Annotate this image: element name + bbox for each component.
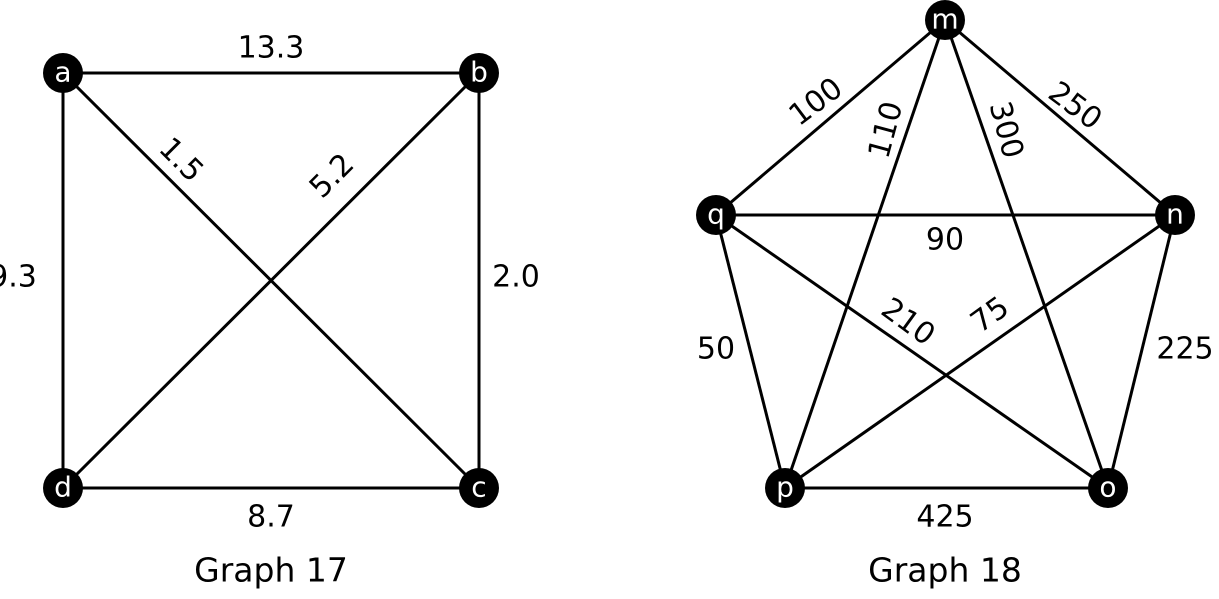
node-c: c [459, 468, 499, 508]
weight-a-c: 1.5 [152, 131, 210, 189]
weight-m-o: 300 [982, 98, 1031, 162]
weight-q-p: 50 [697, 332, 735, 367]
graph-17-caption: Graph 17 [194, 551, 348, 590]
graph-17-edges [61, 71, 481, 490]
weight-a-b: 13.3 [238, 31, 305, 66]
edge-q-o [715, 213, 1109, 490]
node-m: m [925, 0, 965, 40]
node-q: q [696, 195, 736, 235]
node-b-label: b [470, 56, 488, 89]
edge-q-p [714, 214, 787, 489]
weight-n-o: 225 [1156, 332, 1213, 367]
node-p-label: p [776, 471, 794, 504]
node-p: p [765, 468, 805, 508]
graph-18: 100 110 300 250 90 50 210 75 225 425 m n… [696, 0, 1214, 590]
node-q-label: q [707, 198, 725, 231]
edge-b-d [61, 71, 481, 490]
graph-17: 13.3 9.3 1.5 5.2 2.0 8.7 a b c d [0, 31, 540, 590]
weight-b-d: 5.2 [303, 147, 361, 205]
weight-a-d: 9.3 [0, 260, 37, 295]
edge-m-n [944, 18, 1176, 217]
edge-m-q [715, 18, 946, 217]
edge-m-p [783, 19, 947, 489]
node-c-label: c [471, 471, 486, 504]
weight-p-o: 425 [916, 500, 973, 535]
graph-18-caption: Graph 18 [868, 551, 1022, 590]
weight-m-n: 250 [1042, 75, 1109, 137]
node-b: b [459, 53, 499, 93]
edge-n-p [784, 213, 1176, 490]
graph-17-nodes: a b c d [43, 53, 499, 508]
node-d-label: d [54, 471, 72, 504]
graph-18-edges [714, 18, 1177, 490]
weight-q-o: 210 [875, 291, 942, 353]
weight-m-p: 110 [862, 98, 911, 162]
edge-n-o [1106, 214, 1177, 489]
node-n: n [1155, 195, 1195, 235]
node-a-label: a [54, 56, 71, 89]
graph-18-weights: 100 110 300 250 90 50 210 75 225 425 [697, 71, 1214, 535]
node-m-label: m [931, 3, 958, 36]
node-n-label: n [1166, 198, 1184, 231]
weight-b-c: 2.0 [492, 260, 540, 295]
weight-d-c: 8.7 [247, 500, 295, 535]
node-o-label: o [1099, 471, 1116, 504]
weight-q-n: 90 [926, 223, 964, 258]
node-a: a [43, 53, 83, 93]
edge-m-o [943, 19, 1110, 489]
weight-m-q: 100 [783, 71, 850, 133]
node-d: d [43, 468, 83, 508]
node-o: o [1088, 468, 1128, 508]
graph-18-nodes: m n o p q [696, 0, 1195, 508]
